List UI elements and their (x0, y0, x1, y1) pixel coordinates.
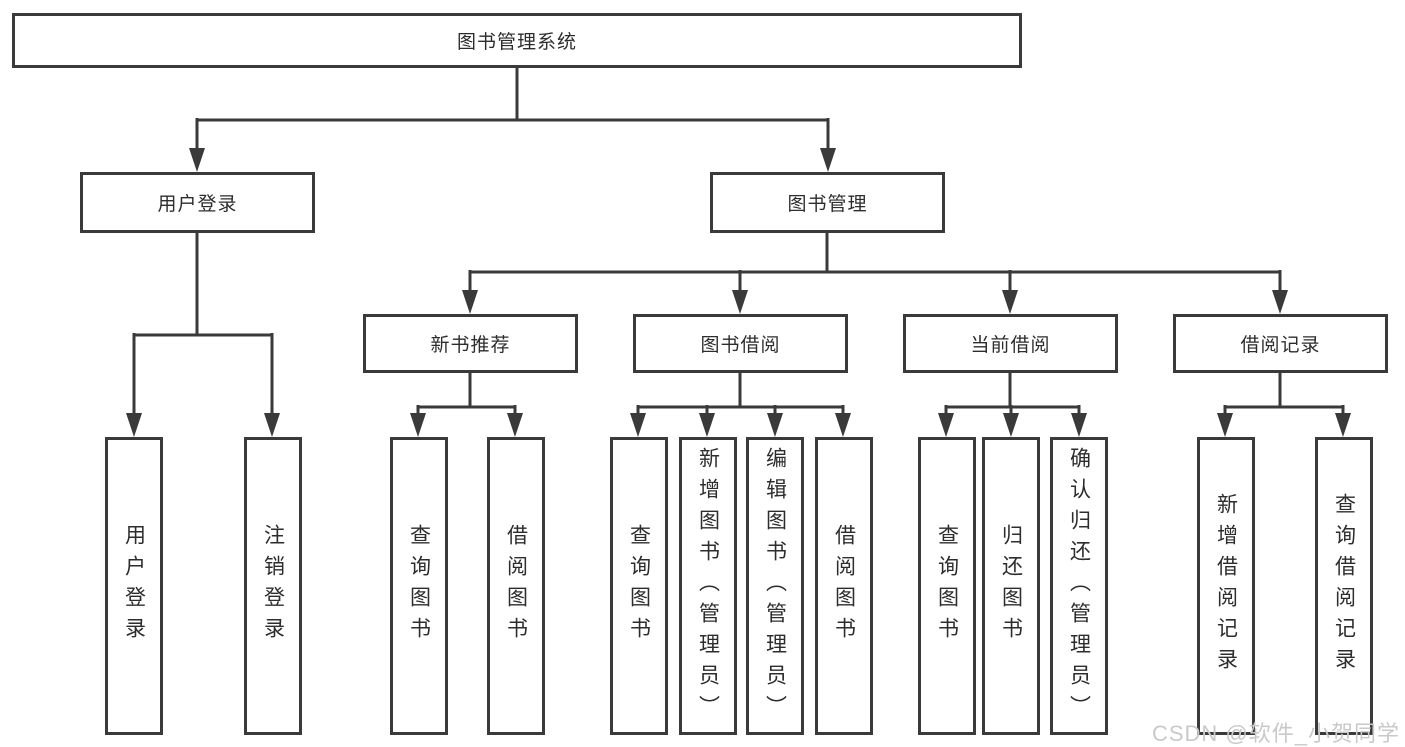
connector-user-login-to-leaves (126, 233, 280, 437)
connector-current-borrow-to-leaves (938, 373, 1087, 437)
leaf-recommend-borrow-books: 借阅图书 (487, 437, 545, 735)
leaf-borrow-edit-books-admin: 编辑图书（管理员） (746, 437, 804, 735)
leaf-recommend-borrow-books-label: 借阅图书 (504, 524, 528, 648)
node-current-borrowing: 当前借阅 (903, 314, 1118, 373)
connector-records-to-leaves (1217, 373, 1351, 437)
leaf-user-login-label: 用户登录 (122, 524, 146, 648)
leaf-borrow-add-books-admin: 新增图书（管理员） (679, 437, 737, 735)
node-root-system: 图书管理系统 (12, 13, 1022, 68)
leaf-current-return-books-label: 归还图书 (999, 524, 1023, 648)
leaf-user-login: 用户登录 (105, 437, 163, 735)
leaf-logout: 注销登录 (244, 437, 302, 735)
leaf-borrow-query-books: 查询图书 (610, 437, 668, 735)
node-book-management: 图书管理 (710, 172, 945, 233)
leaf-recommend-query-books: 查询图书 (390, 437, 448, 735)
leaf-records-add-record: 新增借阅记录 (1197, 437, 1255, 735)
leaf-borrow-add-books-admin-label: 新增图书（管理员） (696, 446, 720, 726)
node-new-book-recommendation-label: 新书推荐 (430, 335, 511, 356)
leaf-current-query-books: 查询图书 (918, 437, 976, 735)
leaf-borrow-borrow-books: 借阅图书 (815, 437, 873, 735)
leaf-current-query-books-label: 查询图书 (935, 524, 959, 648)
leaf-borrow-query-books-label: 查询图书 (627, 524, 651, 648)
node-new-book-recommendation: 新书推荐 (363, 314, 578, 373)
connector-book-management-to-level3 (462, 233, 1288, 314)
watermark: CSDN @软件_小贺同学 (1151, 721, 1400, 746)
connector-root-to-level2 (189, 68, 836, 172)
leaf-recommend-query-books-label: 查询图书 (407, 524, 431, 648)
node-current-borrowing-label: 当前借阅 (970, 335, 1051, 356)
node-user-login-label: 用户登录 (157, 194, 238, 215)
leaf-borrow-borrow-books-label: 借阅图书 (832, 524, 856, 648)
node-book-borrowing-label: 图书借阅 (700, 335, 781, 356)
node-borrowing-records: 借阅记录 (1173, 314, 1388, 373)
leaf-logout-label: 注销登录 (261, 524, 285, 648)
leaf-current-confirm-return-admin: 确认归还（管理员） (1050, 437, 1108, 735)
leaf-current-return-books: 归还图书 (982, 437, 1040, 735)
leaf-records-query-record-label: 查询借阅记录 (1332, 493, 1356, 679)
node-user-login: 用户登录 (80, 172, 315, 233)
node-borrowing-records-label: 借阅记录 (1240, 335, 1321, 356)
leaf-current-confirm-return-admin-label: 确认归还（管理员） (1067, 446, 1091, 726)
leaf-records-add-record-label: 新增借阅记录 (1214, 493, 1238, 679)
node-book-borrowing: 图书借阅 (633, 314, 848, 373)
connector-new-book-to-leaves (410, 373, 523, 437)
node-book-management-label: 图书管理 (787, 194, 868, 215)
leaf-borrow-edit-books-admin-label: 编辑图书（管理员） (763, 446, 787, 726)
node-root-label: 图书管理系统 (456, 32, 577, 53)
leaf-records-query-record: 查询借阅记录 (1315, 437, 1373, 735)
connector-book-borrow-to-leaves (630, 373, 851, 437)
